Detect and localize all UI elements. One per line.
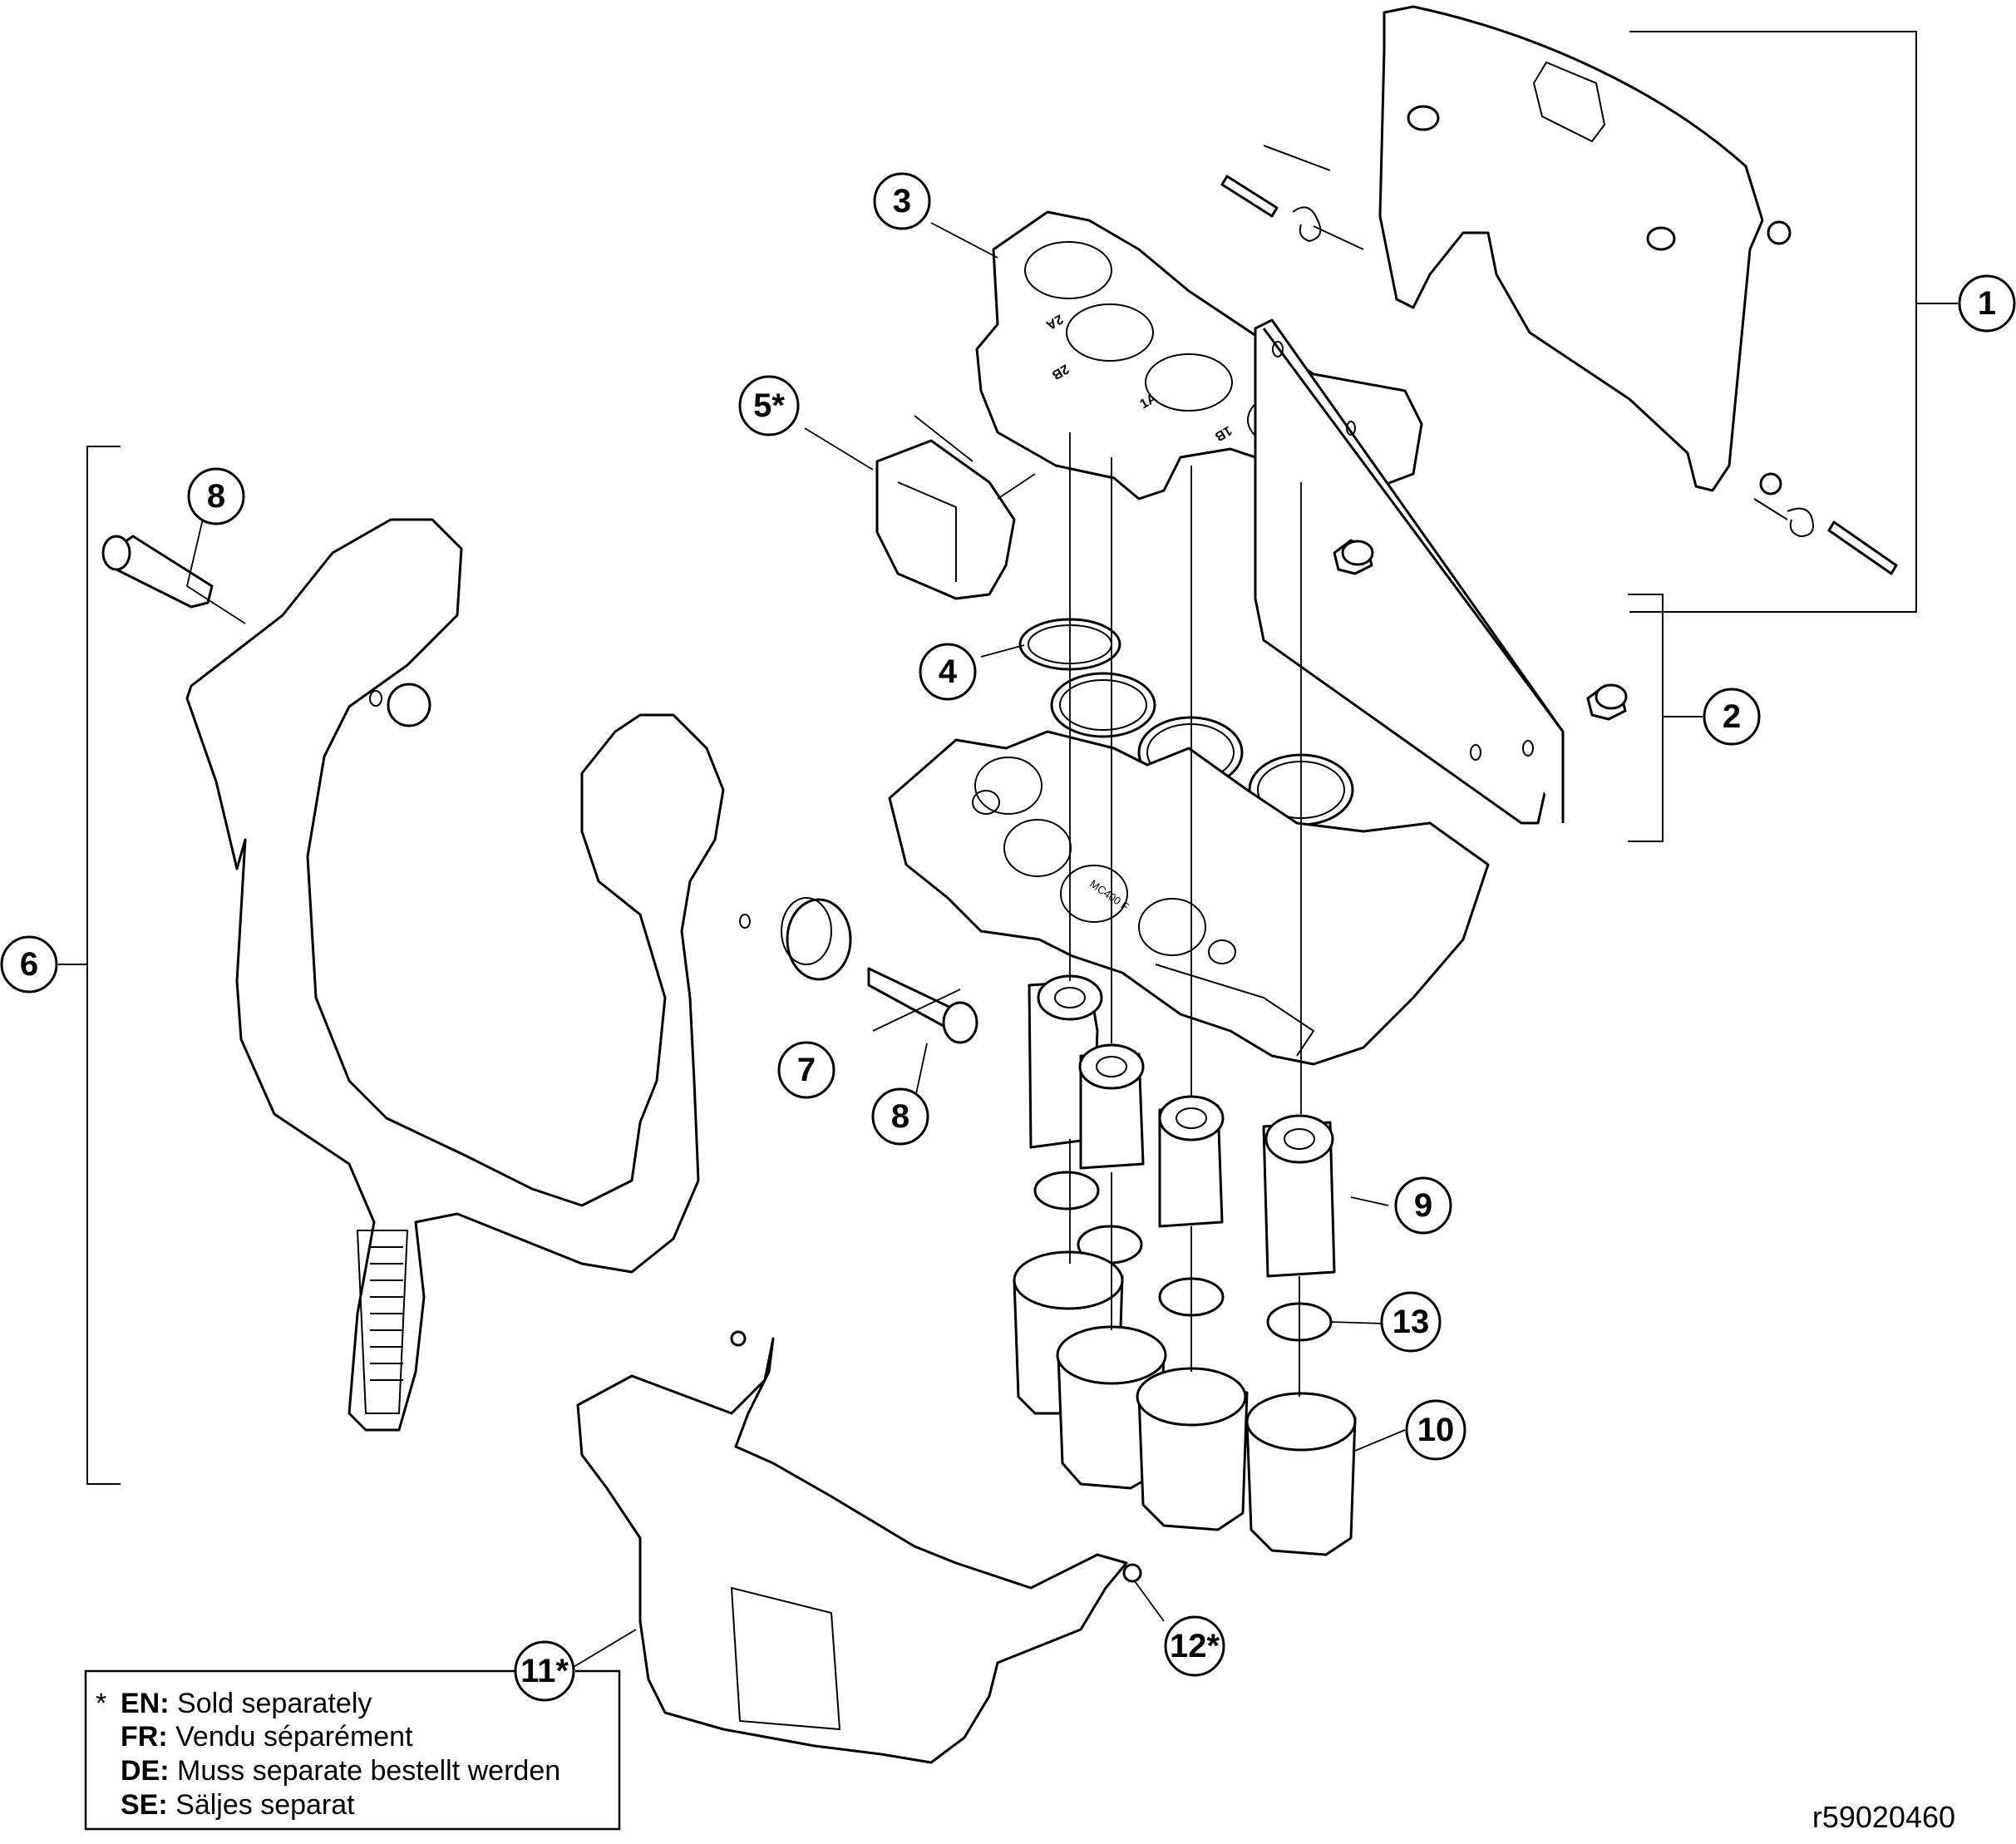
leader-lines bbox=[185, 222, 1406, 1668]
drawing-id: r59020460 bbox=[1812, 1800, 1955, 1834]
part-12-screw bbox=[1122, 1563, 1142, 1583]
legend-entry-fr: FR: Vendu séparément bbox=[121, 1721, 413, 1753]
callout-7[interactable]: 7 bbox=[777, 1041, 835, 1099]
callout-13[interactable]: 13 bbox=[1380, 1291, 1442, 1353]
callout-8b[interactable]: 8 bbox=[871, 1087, 929, 1146]
bracket-2 bbox=[1628, 594, 1703, 842]
part-7-knob bbox=[739, 897, 852, 981]
callout-label-5: 5* bbox=[753, 387, 785, 424]
part-9-couplings bbox=[1028, 974, 1336, 1278]
part-5-clip bbox=[875, 439, 1016, 600]
callout-10[interactable]: 10 bbox=[1405, 1399, 1466, 1461]
legend-entry-se: SE: Säljes separat bbox=[121, 1789, 355, 1821]
callout-label-10: 10 bbox=[1417, 1412, 1455, 1448]
callout-label-7: 7 bbox=[797, 1052, 816, 1088]
callout-label-8a: 8 bbox=[207, 478, 225, 515]
callout-12[interactable]: 12* bbox=[1164, 1615, 1225, 1677]
part-10-sockets bbox=[1013, 1250, 1357, 1556]
callout-label-8b: 8 bbox=[891, 1098, 909, 1135]
callout-4[interactable]: 4 bbox=[919, 643, 977, 701]
part-6-lever-handle bbox=[185, 518, 725, 1432]
callout-label-13: 13 bbox=[1392, 1304, 1430, 1340]
assembly-brackets bbox=[58, 31, 1958, 1485]
callout-label-6: 6 bbox=[20, 946, 38, 983]
part-11-cover bbox=[576, 1330, 1128, 1764]
legend-marker: * bbox=[96, 1688, 106, 1719]
callout-label-4: 4 bbox=[939, 653, 958, 690]
part-8-pin-screws bbox=[101, 535, 978, 1044]
callout-11[interactable]: 11* bbox=[514, 1640, 575, 1702]
callout-label-2: 2 bbox=[1723, 698, 1741, 735]
bracket-1 bbox=[1629, 31, 1958, 613]
callout-label-11: 11* bbox=[520, 1653, 569, 1689]
callout-3[interactable]: 3 bbox=[873, 172, 931, 230]
callout-label-12: 12* bbox=[1170, 1628, 1220, 1664]
callout-5[interactable]: 5* bbox=[738, 375, 800, 436]
bracket-6 bbox=[58, 446, 121, 1485]
part-1-cover-plate bbox=[1220, 5, 1898, 575]
callout-8a[interactable]: 8 bbox=[187, 467, 245, 525]
callout-9[interactable]: 9 bbox=[1394, 1176, 1452, 1235]
callout-label-3: 3 bbox=[893, 183, 911, 219]
callout-1[interactable]: 1 bbox=[1958, 274, 2016, 333]
sold-separately-legend: * EN: Sold separately FR: Vendu séparéme… bbox=[84, 1669, 621, 1831]
legend-entry-en: EN: Sold separately bbox=[121, 1688, 372, 1719]
legend-entry-de: DE: Muss separate bestellt werden bbox=[121, 1755, 560, 1787]
part-2-mounting-bar bbox=[1254, 318, 1628, 825]
callout-label-1: 1 bbox=[1978, 285, 1996, 322]
callout-6[interactable]: 6 bbox=[0, 935, 58, 993]
callout-2[interactable]: 2 bbox=[1703, 688, 1761, 746]
callout-label-9: 9 bbox=[1414, 1187, 1432, 1224]
main-housing: MC400 F bbox=[888, 730, 1490, 1066]
